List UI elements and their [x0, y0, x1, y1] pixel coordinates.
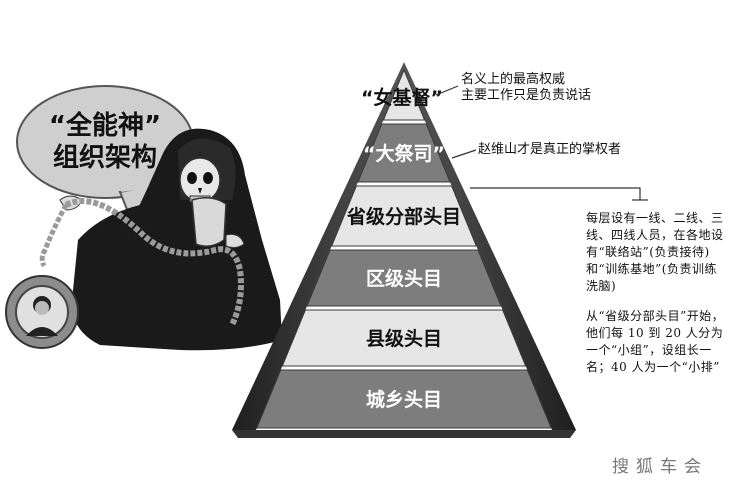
pyramid-tier	[281, 309, 527, 367]
annotation-right-2-line: 从“省级分部头目”开始，	[586, 309, 725, 323]
annotation-right-1-line: 线、四线人员，在各地设	[586, 228, 724, 242]
pyramid-tier-label: 县级头目	[366, 327, 442, 350]
watermark: 搜狐车会	[612, 457, 708, 477]
pyramid-tier	[306, 249, 502, 307]
connector-second	[451, 149, 477, 159]
annotation-connectors	[435, 85, 648, 201]
pyramid-tier	[330, 185, 478, 247]
annotation-right-1-line: 每层设有一线、二线、三	[586, 211, 724, 225]
pyramid-tier-label: “大祭司”	[363, 142, 445, 165]
pyramid-tier-label: 区级头目	[366, 267, 442, 290]
annotation-right-1-line: 有“联络站”(负责接待)	[586, 245, 710, 259]
annotation-top: 名义上的最高权威 主要工作只是负责说话	[461, 72, 591, 104]
annotation-right-1-line: 洗脑)	[586, 279, 617, 293]
annotation-top-line2: 主要工作只是负责说话	[461, 88, 592, 103]
connector-top	[435, 85, 459, 96]
annotation-right-1-line: 和“训练基地”(负责训练	[586, 262, 717, 276]
pyramid-tier-label: 城乡头目	[366, 388, 442, 411]
annotation-second: 赵维山才是真正的掌权者	[478, 142, 622, 157]
pyramid-tier-label: “女基督”	[361, 86, 443, 109]
pyramid-tier	[357, 123, 451, 183]
annotation-right-2-line: 一个“小组”，设组长一	[586, 343, 712, 357]
annotation-right-1: 每层设有一线、二线、三 线、四线人员，在各地设 有“联络站”(负责接待) 和“训…	[586, 210, 724, 295]
pyramid-tier	[256, 369, 552, 429]
pyramid-tier	[382, 68, 426, 121]
speech-bubble: “全能神” 组织架构	[16, 85, 194, 225]
reaper-figure	[5, 128, 282, 351]
annotation-right-2: 从“省级分部头目”开始， 他们每 10 到 20 人分为 一个“小组”，设组长一…	[586, 308, 724, 376]
annotation-right-2-line: 他们每 10 到 20 人分为	[586, 326, 724, 340]
annotation-right-2-line: 名；40 人为一个“小排”	[586, 360, 720, 374]
annotation-top-line1: 名义上的最高权威	[461, 72, 566, 87]
bubble-title-line2: 组织架构	[53, 142, 157, 173]
pyramid-tier-label: 省级分部头目	[346, 205, 461, 228]
bubble-title-line1: “全能神”	[49, 110, 161, 141]
connector-right	[470, 187, 641, 200]
